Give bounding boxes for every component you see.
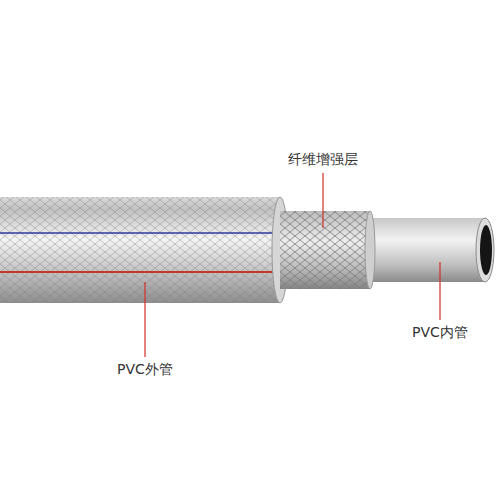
- leader-line: [144, 282, 145, 357]
- braid-layer: [280, 211, 370, 289]
- braid-layer-end: [365, 211, 375, 289]
- inner-tube: [365, 218, 485, 282]
- outer-tube: [0, 197, 280, 303]
- blue-stripe: [0, 232, 280, 234]
- braid-mesh: [280, 211, 370, 289]
- tube-bore: [480, 225, 492, 275]
- outer-tube-braid: [0, 197, 280, 303]
- part-label: PVC内管: [410, 324, 470, 341]
- leader-line: [439, 262, 440, 320]
- part-label: PVC外管: [115, 361, 175, 378]
- part-label: 纤维增强层: [286, 151, 360, 168]
- inner-tube-end: [476, 218, 494, 282]
- red-stripe: [0, 271, 280, 273]
- leader-line: [322, 173, 323, 228]
